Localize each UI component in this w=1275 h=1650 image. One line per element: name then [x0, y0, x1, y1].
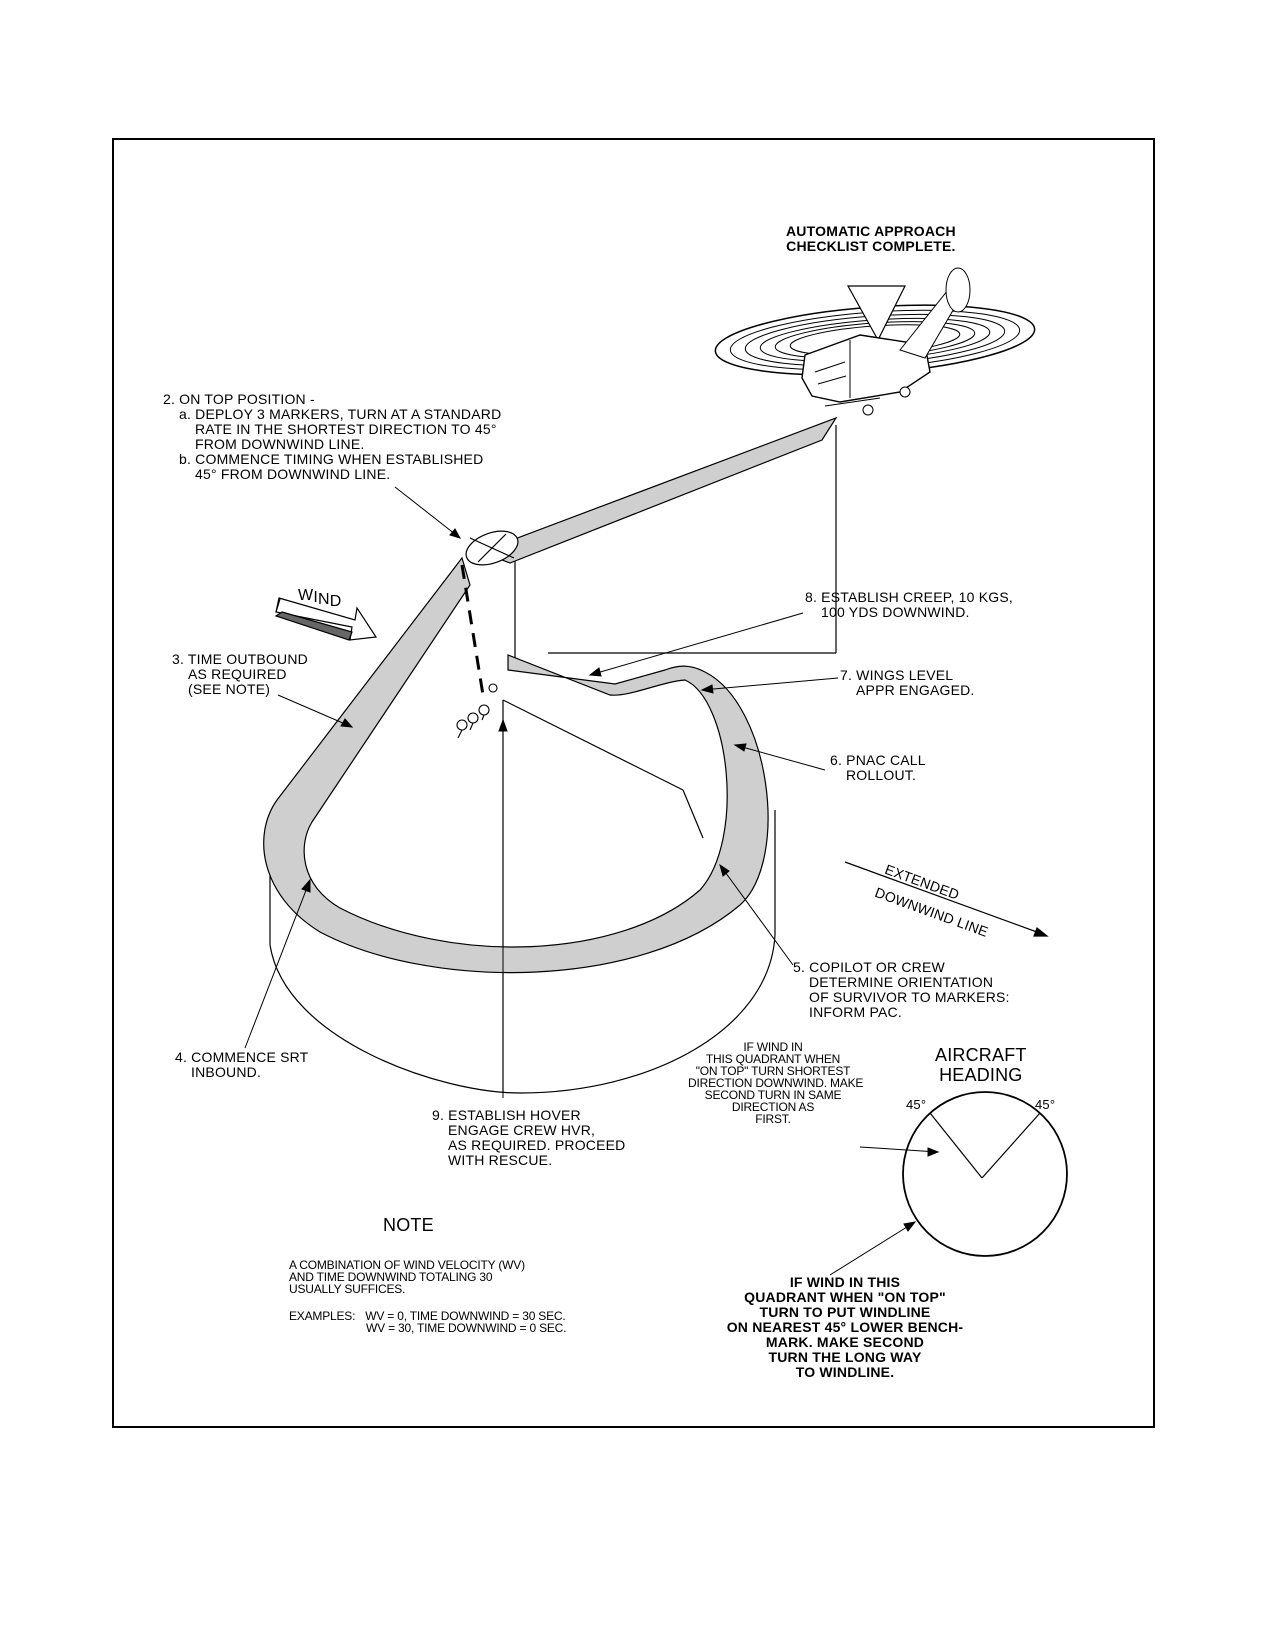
smoke-markers [456, 683, 498, 739]
helicopter-illustration [714, 267, 1036, 416]
step-9-label: 9. ESTABLISH HOVER ENGAGE CREW HVR, AS R… [432, 1107, 626, 1168]
diagram-frame [112, 138, 1155, 1428]
aircraft-heading-circle [902, 1091, 1068, 1257]
note-body: A COMBINATION OF WIND VELOCITY (WV) AND … [289, 1258, 525, 1296]
lower-quadrant-note: IF WIND IN THIS QUADRANT WHEN "ON TOP" T… [726, 1274, 964, 1380]
step-2-label: 2. ON TOP POSITION - a. DEPLOY 3 MARKERS… [163, 391, 502, 482]
step-3-label: 3. TIME OUTBOUND AS REQUIRED (SEE NOTE) [172, 651, 308, 697]
left-45-label: 45° [906, 1097, 927, 1112]
ground-track [263, 416, 838, 974]
step-5-label: 5. COPILOT OR CREW DETERMINE ORIENTATION… [793, 959, 1010, 1020]
step-8-label: 8. ESTABLISH CREEP, 10 KGS, 100 YDS DOWN… [805, 589, 1013, 620]
upper-quadrant-note: IF WIND IN THIS QUADRANT WHEN "ON TOP" T… [688, 1040, 864, 1126]
step-4-label: 4. COMMENCE SRT INBOUND. [175, 1049, 309, 1080]
leader-lines [244, 486, 940, 1276]
extended-downwind-arrow [844, 861, 1049, 937]
step-7-label: 7. WINGS LEVEL APPR ENGAGED. [840, 667, 975, 698]
wind-label: WIND [298, 587, 342, 610]
step-6-label: 6. PNAC CALL ROLLOUT. [830, 752, 926, 783]
aircraft-heading-title: AIRCRAFT HEADING [935, 1045, 1027, 1085]
note-title: NOTE [383, 1215, 434, 1235]
note-examples: EXAMPLES:WV = 0, TIME DOWNWIND = 30 SEC.… [289, 1309, 567, 1335]
wind-arrow [274, 597, 378, 641]
right-45-label: 45° [1035, 1097, 1056, 1112]
checklist-complete-label: AUTOMATIC APPROACH CHECKLIST COMPLETE. [786, 223, 956, 254]
on-top-marker [465, 530, 519, 566]
